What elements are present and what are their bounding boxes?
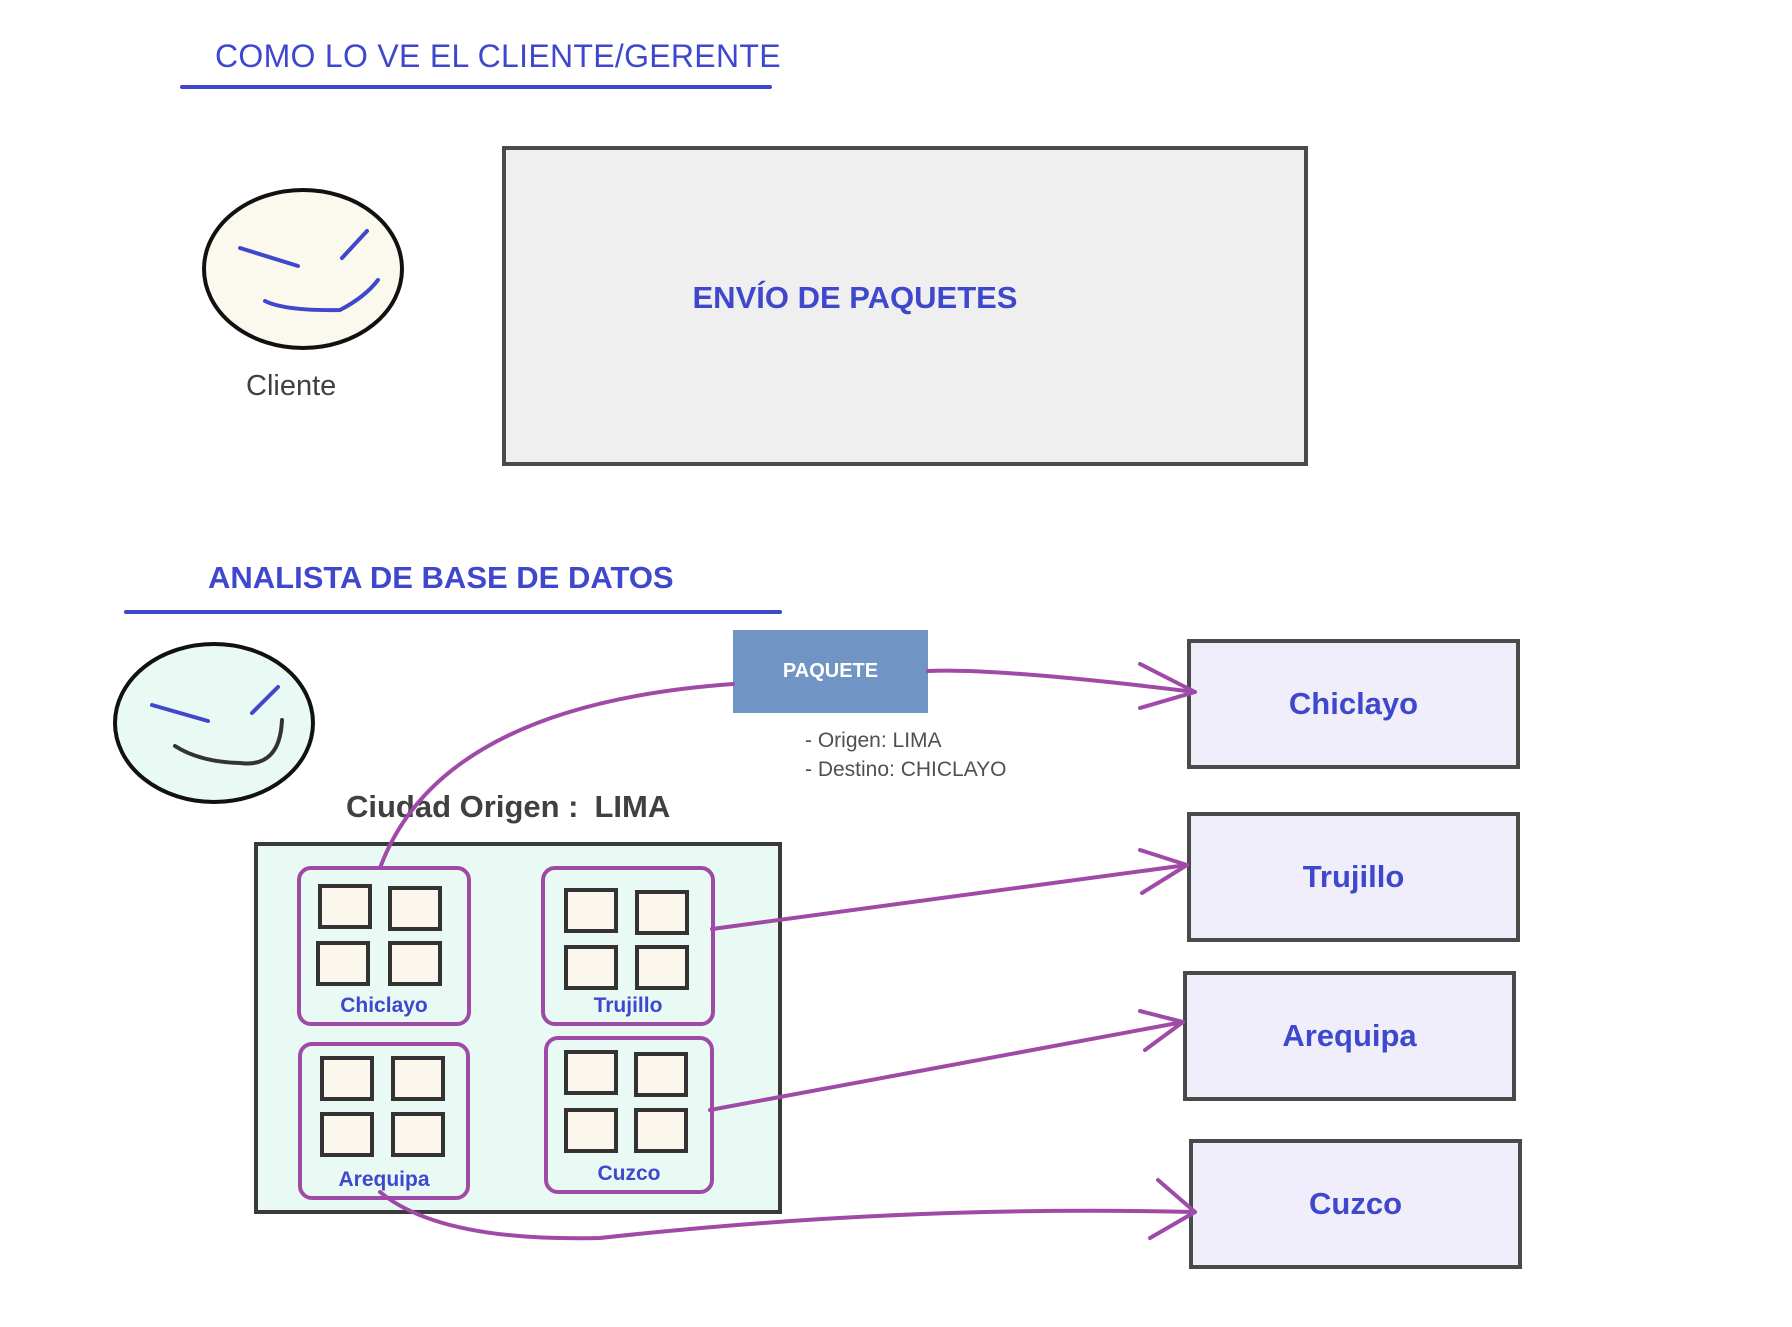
package-entity: PAQUETE [733, 630, 928, 713]
storage-cell [320, 1056, 374, 1101]
storage-cell [634, 1052, 688, 1097]
destination-trujillo: Trujillo [1187, 812, 1520, 942]
client-view-heading: COMO LO VE EL CLIENTE/GERENTE [215, 38, 781, 74]
storage-cell [320, 1112, 374, 1157]
storage-cell [391, 1112, 445, 1157]
destination-label: Trujillo [1302, 859, 1405, 894]
package-attribute-origin: - Origen: LIMA [805, 729, 942, 752]
arrowhead-arequipa [1138, 1009, 1185, 1052]
origin-city-box: Chiclayo Trujillo Arequipa Cuzco [254, 842, 782, 1214]
origin-city-label: Ciudad Origen : [346, 789, 579, 824]
destination-arequipa: Arequipa [1183, 971, 1516, 1101]
storage-cell [316, 941, 370, 986]
storage-cell [635, 945, 689, 990]
storage-cell [564, 888, 618, 933]
arrow-package-to-chiclayo [926, 668, 1197, 694]
storage-cell [634, 1108, 688, 1153]
origin-group-trujillo: Trujillo [541, 866, 715, 1026]
storage-cell [564, 945, 618, 990]
destination-cuzco: Cuzco [1189, 1139, 1522, 1269]
storage-cell [391, 1056, 445, 1101]
analyst-view-heading: ANALISTA DE BASE DE DATOS [208, 560, 674, 595]
origin-group-label: Chiclayo [340, 994, 428, 1017]
origin-city-title: Ciudad Origen : LIMA [346, 789, 670, 825]
storage-cell [388, 941, 442, 986]
storage-cell [564, 1050, 618, 1095]
storage-cell [564, 1108, 618, 1153]
arrowhead-trujillo [1138, 848, 1189, 895]
storage-cell [388, 886, 442, 931]
storage-cell [635, 890, 689, 935]
destination-chiclayo: Chiclayo [1187, 639, 1520, 769]
package-attribute-destination: - Destino: CHICLAYO [805, 758, 1007, 781]
arrow-group-to-package [378, 682, 735, 870]
origin-city-value: LIMA [594, 789, 671, 824]
analyst-view-underline [124, 610, 782, 614]
arrow-trujillo [710, 863, 1189, 931]
origin-group-label: Cuzco [597, 1162, 661, 1185]
origin-group-arequipa: Arequipa [298, 1042, 470, 1200]
package-system-title: ENVÍO DE PAQUETES [692, 280, 1018, 315]
package-system-box: ENVÍO DE PAQUETES [502, 146, 1308, 466]
client-label: Cliente [246, 370, 337, 402]
storage-cell [318, 884, 372, 929]
client-view-underline [180, 85, 772, 89]
destination-label: Arequipa [1282, 1018, 1417, 1053]
origin-group-label: Arequipa [338, 1168, 430, 1191]
destination-label: Chiclayo [1288, 686, 1419, 721]
destination-label: Cuzco [1309, 1186, 1402, 1221]
origin-group-chiclayo: Chiclayo [297, 866, 471, 1026]
origin-group-cuzco: Cuzco [544, 1036, 714, 1194]
origin-group-label: Trujillo [593, 994, 663, 1017]
